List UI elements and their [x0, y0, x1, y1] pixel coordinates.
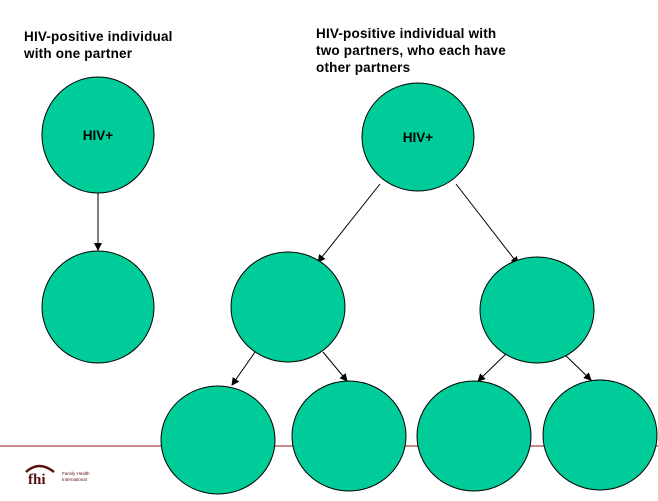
- heading-two-partners: HIV-positive individual with two partner…: [316, 26, 506, 75]
- node-left-hiv-label: HIV+: [83, 128, 114, 143]
- node-left-partner: [41, 250, 155, 364]
- arrow-right-root-to-partner-a: [317, 183, 381, 263]
- arrow-partner-a-to-contact-2: [322, 351, 348, 382]
- arrow-partner-b-to-contact-3: [477, 351, 509, 382]
- logo-text-line1: Family Health: [62, 471, 90, 476]
- heading-one-partner: HIV-positive individual with one partner: [24, 29, 173, 61]
- node-right-hiv-label: HIV+: [403, 130, 434, 145]
- arrow-partner-b-to-contact-4: [561, 351, 592, 381]
- arrow-right-root-to-partner-b: [455, 183, 519, 265]
- node-contact-2: [291, 380, 407, 492]
- node-contact-4: [542, 379, 658, 491]
- node-right-hiv-positive: [361, 82, 475, 192]
- logo-mark: fhi: [28, 472, 46, 486]
- node-contact-1: [160, 385, 276, 495]
- logo-text-line2: International: [62, 477, 87, 482]
- fhi-logo: fhi Family Health International: [25, 464, 90, 486]
- arrow-partner-a-to-contact-1: [231, 351, 256, 386]
- node-left-hiv-positive: [41, 76, 155, 194]
- node-contact-3: [416, 380, 532, 492]
- node-partner-b: [479, 256, 595, 364]
- logo-arch: [25, 464, 55, 473]
- node-partner-a: [230, 251, 346, 363]
